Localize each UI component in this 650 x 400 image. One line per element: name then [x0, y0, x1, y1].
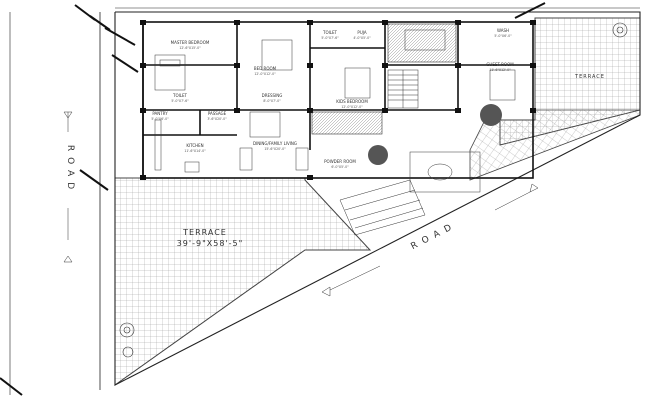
room-dining-name: DINING/FAMILY LIVING — [253, 141, 297, 146]
room-pantry-name: PANTRY — [152, 111, 168, 116]
room-passage-dim: 3'-6"X20'-0" — [207, 117, 227, 121]
room-dressing-dim: 8'-0"X7'-0" — [263, 99, 281, 103]
room-master-bedroom-dim: 12'-6"X15'-0" — [179, 46, 201, 50]
room-labels: MASTER BEDROOM 12'-6"X15'-0" BED ROOM 12… — [151, 28, 514, 169]
terrace-main — [114, 177, 372, 386]
room-powder-room-name: POWDER ROOM — [324, 159, 356, 164]
room-dressing-name: DRESSING — [262, 93, 283, 98]
hatched-areas — [311, 23, 457, 135]
plot-boundary — [9, 7, 641, 395]
tree-icon — [119, 22, 628, 358]
column-markers — [140, 20, 536, 180]
terrace-main-name: TERRACE — [182, 228, 227, 237]
room-wash-dim: 5'-0"X6'-0" — [494, 34, 512, 38]
room-kids-bedroom-name: KIDS BEDROOM — [336, 99, 368, 104]
terrace-side-name: TERRACE — [574, 74, 605, 80]
room-kitchen-name: KITCHEN — [186, 143, 203, 148]
room-toilet-2-dim: 5'-0"X7'-6" — [171, 99, 189, 103]
road-left-label: ROAD — [65, 145, 75, 195]
room-kitchen-dim: 11'-6"X14'-0" — [184, 149, 206, 153]
room-passage-name: PASSAGE — [208, 111, 227, 116]
stairs — [387, 69, 419, 109]
room-guest-room-dim: 11'-6"X12'-0" — [489, 68, 511, 72]
room-bedroom-name: BED ROOM — [254, 66, 277, 71]
terrace-main-dim: 39'-9"X58'-5" — [177, 239, 244, 248]
entrance-steps — [339, 179, 426, 236]
room-guest-room-name: GUEST ROOM — [486, 62, 514, 67]
room-master-bedroom-name: MASTER BEDROOM — [171, 40, 210, 45]
room-toilet-1-name: TOILET — [322, 30, 338, 35]
room-wash-name: WASH — [497, 28, 509, 33]
room-kids-bedroom-dim: 12'-0"X12'-0" — [341, 105, 363, 109]
corner-markers — [0, 2, 546, 396]
room-puja-name: PUJA — [357, 30, 366, 35]
furniture — [154, 29, 516, 193]
terrace-side — [469, 17, 641, 181]
room-puja-dim: 4'-0"X5'-0" — [353, 36, 371, 40]
planters — [368, 104, 502, 165]
room-powder-room-dim: 6'-0"X5'-0" — [331, 165, 349, 169]
road-left: ROAD — [63, 111, 75, 263]
room-bedroom-dim: 12'-0"X12'-0" — [254, 72, 276, 76]
room-pantry-dim: 5'-0"X6'-0" — [151, 117, 169, 121]
room-toilet-2-name: TOILET — [172, 93, 188, 98]
road-diagonal-label: ROAD — [409, 220, 458, 252]
room-dining-dim: 15'-6"X20'-0" — [264, 147, 286, 151]
room-toilet-1-dim: 5'-0"X7'-6" — [321, 36, 339, 40]
